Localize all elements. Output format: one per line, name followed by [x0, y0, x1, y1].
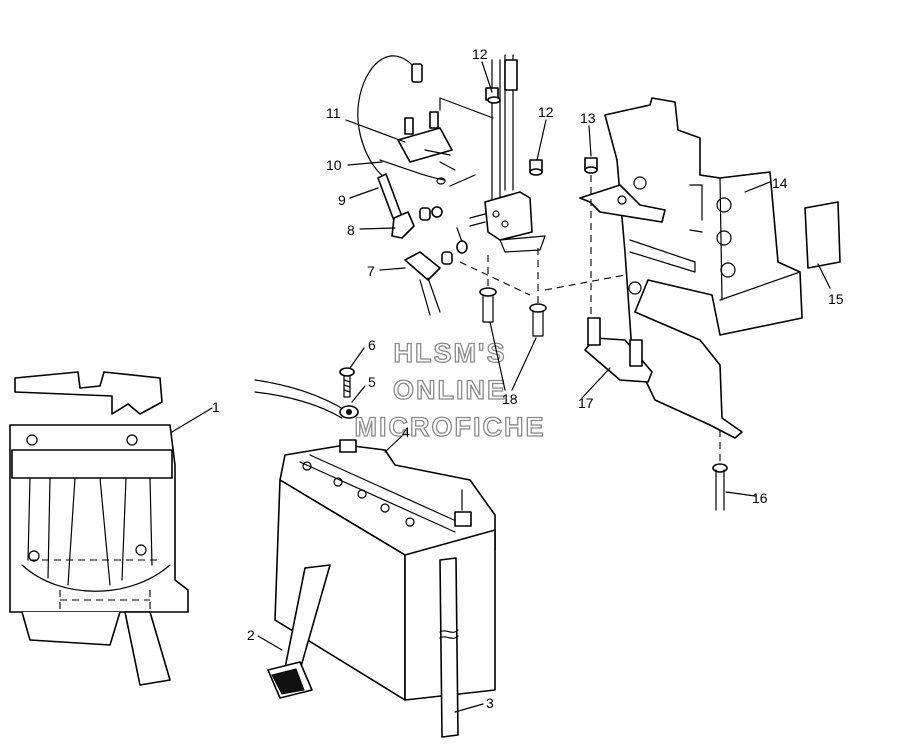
callout-14: 14 — [772, 175, 788, 191]
callout-numbers: 1 2 3 4 5 6 7 8 9 10 11 12 12 13 14 15 1… — [212, 46, 844, 711]
callout-12-lower: 12 — [538, 104, 554, 120]
callout-9: 9 — [338, 192, 346, 208]
leader-lines — [171, 61, 831, 713]
callout-8: 8 — [347, 222, 355, 238]
callout-3: 3 — [486, 695, 494, 711]
bracket-base — [584, 317, 653, 383]
battery-box — [9, 371, 189, 686]
callout-6: 6 — [368, 337, 376, 353]
callout-11: 11 — [326, 105, 341, 121]
battery — [274, 439, 496, 701]
rivet — [712, 430, 728, 511]
battery-strap — [267, 564, 331, 699]
callout-1: 1 — [212, 399, 220, 415]
watermark-line-3: MICROFICHE — [355, 412, 546, 442]
mounting-bolts — [459, 248, 626, 337]
callout-5: 5 — [368, 374, 376, 390]
callout-18: 18 — [502, 391, 518, 407]
callout-2: 2 — [247, 627, 255, 643]
mounting-bracket — [579, 97, 803, 439]
callout-15: 15 — [828, 291, 844, 307]
battery-bolt — [339, 367, 355, 398]
label-plate — [804, 201, 841, 269]
solenoid-assembly — [357, 54, 546, 316]
watermark: HLSM'S ONLINE MICROFICHE — [354, 337, 546, 442]
battery-cable — [254, 379, 359, 419]
vent-tube — [439, 557, 459, 738]
watermark-line-2: ONLINE — [393, 375, 507, 405]
watermark-line-1: HLSM'S — [394, 338, 507, 368]
callout-10: 10 — [326, 157, 342, 173]
callout-13: 13 — [580, 110, 596, 126]
callout-12-upper: 12 — [472, 46, 488, 62]
callout-16: 16 — [752, 490, 768, 506]
callout-4: 4 — [402, 424, 410, 440]
callout-7: 7 — [367, 263, 375, 279]
callout-17: 17 — [578, 395, 594, 411]
nut-13 — [584, 157, 598, 315]
